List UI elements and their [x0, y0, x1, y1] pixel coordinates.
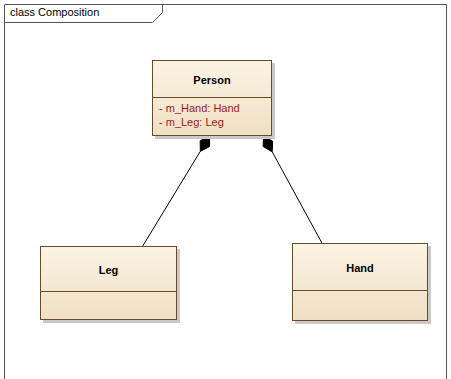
attribute-compartment: - m_Hand: Hand- m_Leg: Leg: [153, 97, 271, 135]
class-box: Hand: [292, 243, 428, 321]
connector-line: [272, 152, 322, 243]
class-box: Person - m_Hand: Hand- m_Leg: Leg: [152, 60, 272, 136]
class-header: Hand: [293, 244, 427, 290]
frame-title: class Composition: [10, 6, 99, 18]
class-header: Leg: [41, 247, 176, 291]
frame-border: [5, 5, 447, 379]
class-name: Hand: [346, 262, 374, 274]
class-attribute: - m_Leg: Leg: [159, 115, 265, 129]
attribute-compartment: [41, 291, 176, 319]
class-header: Person: [153, 61, 271, 97]
class-box: Leg: [40, 246, 177, 320]
composition-connector: [143, 136, 210, 246]
attribute-compartment: [293, 290, 427, 320]
class-name: Leg: [99, 264, 119, 276]
connector-line: [143, 151, 201, 246]
class-attribute: - m_Hand: Hand: [159, 101, 265, 115]
frame-tab: [5, 5, 163, 23]
class-name: Person: [193, 74, 230, 86]
composition-diamond: [263, 136, 273, 152]
composition-diamond: [200, 136, 209, 151]
composition-connector: [263, 136, 322, 243]
